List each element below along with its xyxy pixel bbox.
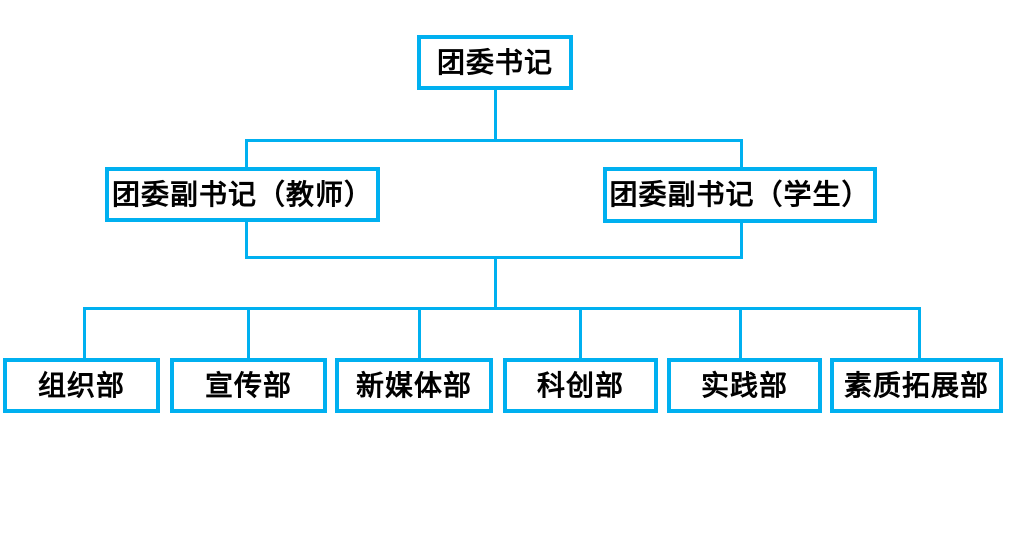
org-node-secretary: 团委书记	[417, 35, 573, 90]
connector-line	[493, 255, 497, 310]
org-node-label: 团委副书记（学生）	[609, 179, 871, 210]
connector-line	[82, 306, 921, 310]
org-node-dept-sci-innovation: 科创部	[503, 358, 658, 413]
org-node-label: 组织部	[37, 369, 125, 401]
org-node-dept-quality-dev: 素质拓展部	[830, 358, 1003, 413]
connector-line	[493, 88, 497, 142]
connector-line	[246, 306, 250, 360]
connector-line	[738, 306, 742, 360]
org-node-label: 团委副书记（教师）	[111, 178, 373, 210]
connector-line	[244, 138, 743, 142]
org-node-dept-publicity: 宣传部	[170, 358, 327, 413]
org-node-label: 宣传部	[204, 369, 292, 401]
org-node-label: 素质拓展部	[843, 369, 989, 401]
org-node-label: 团委书记	[436, 46, 553, 78]
org-node-dept-practice: 实践部	[667, 358, 822, 413]
org-node-dept-new-media: 新媒体部	[335, 358, 493, 413]
connector-line	[578, 306, 582, 360]
org-node-deputy-student: 团委副书记（学生）	[603, 167, 877, 223]
connector-line	[917, 306, 921, 360]
org-node-dept-organization: 组织部	[3, 358, 160, 413]
org-node-label: 科创部	[536, 369, 624, 401]
org-node-label: 实践部	[700, 369, 788, 401]
org-node-label: 新媒体部	[355, 369, 472, 401]
connector-line	[82, 306, 86, 360]
connector-line	[417, 306, 421, 360]
org-node-deputy-teacher: 团委副书记（教师）	[105, 167, 380, 222]
